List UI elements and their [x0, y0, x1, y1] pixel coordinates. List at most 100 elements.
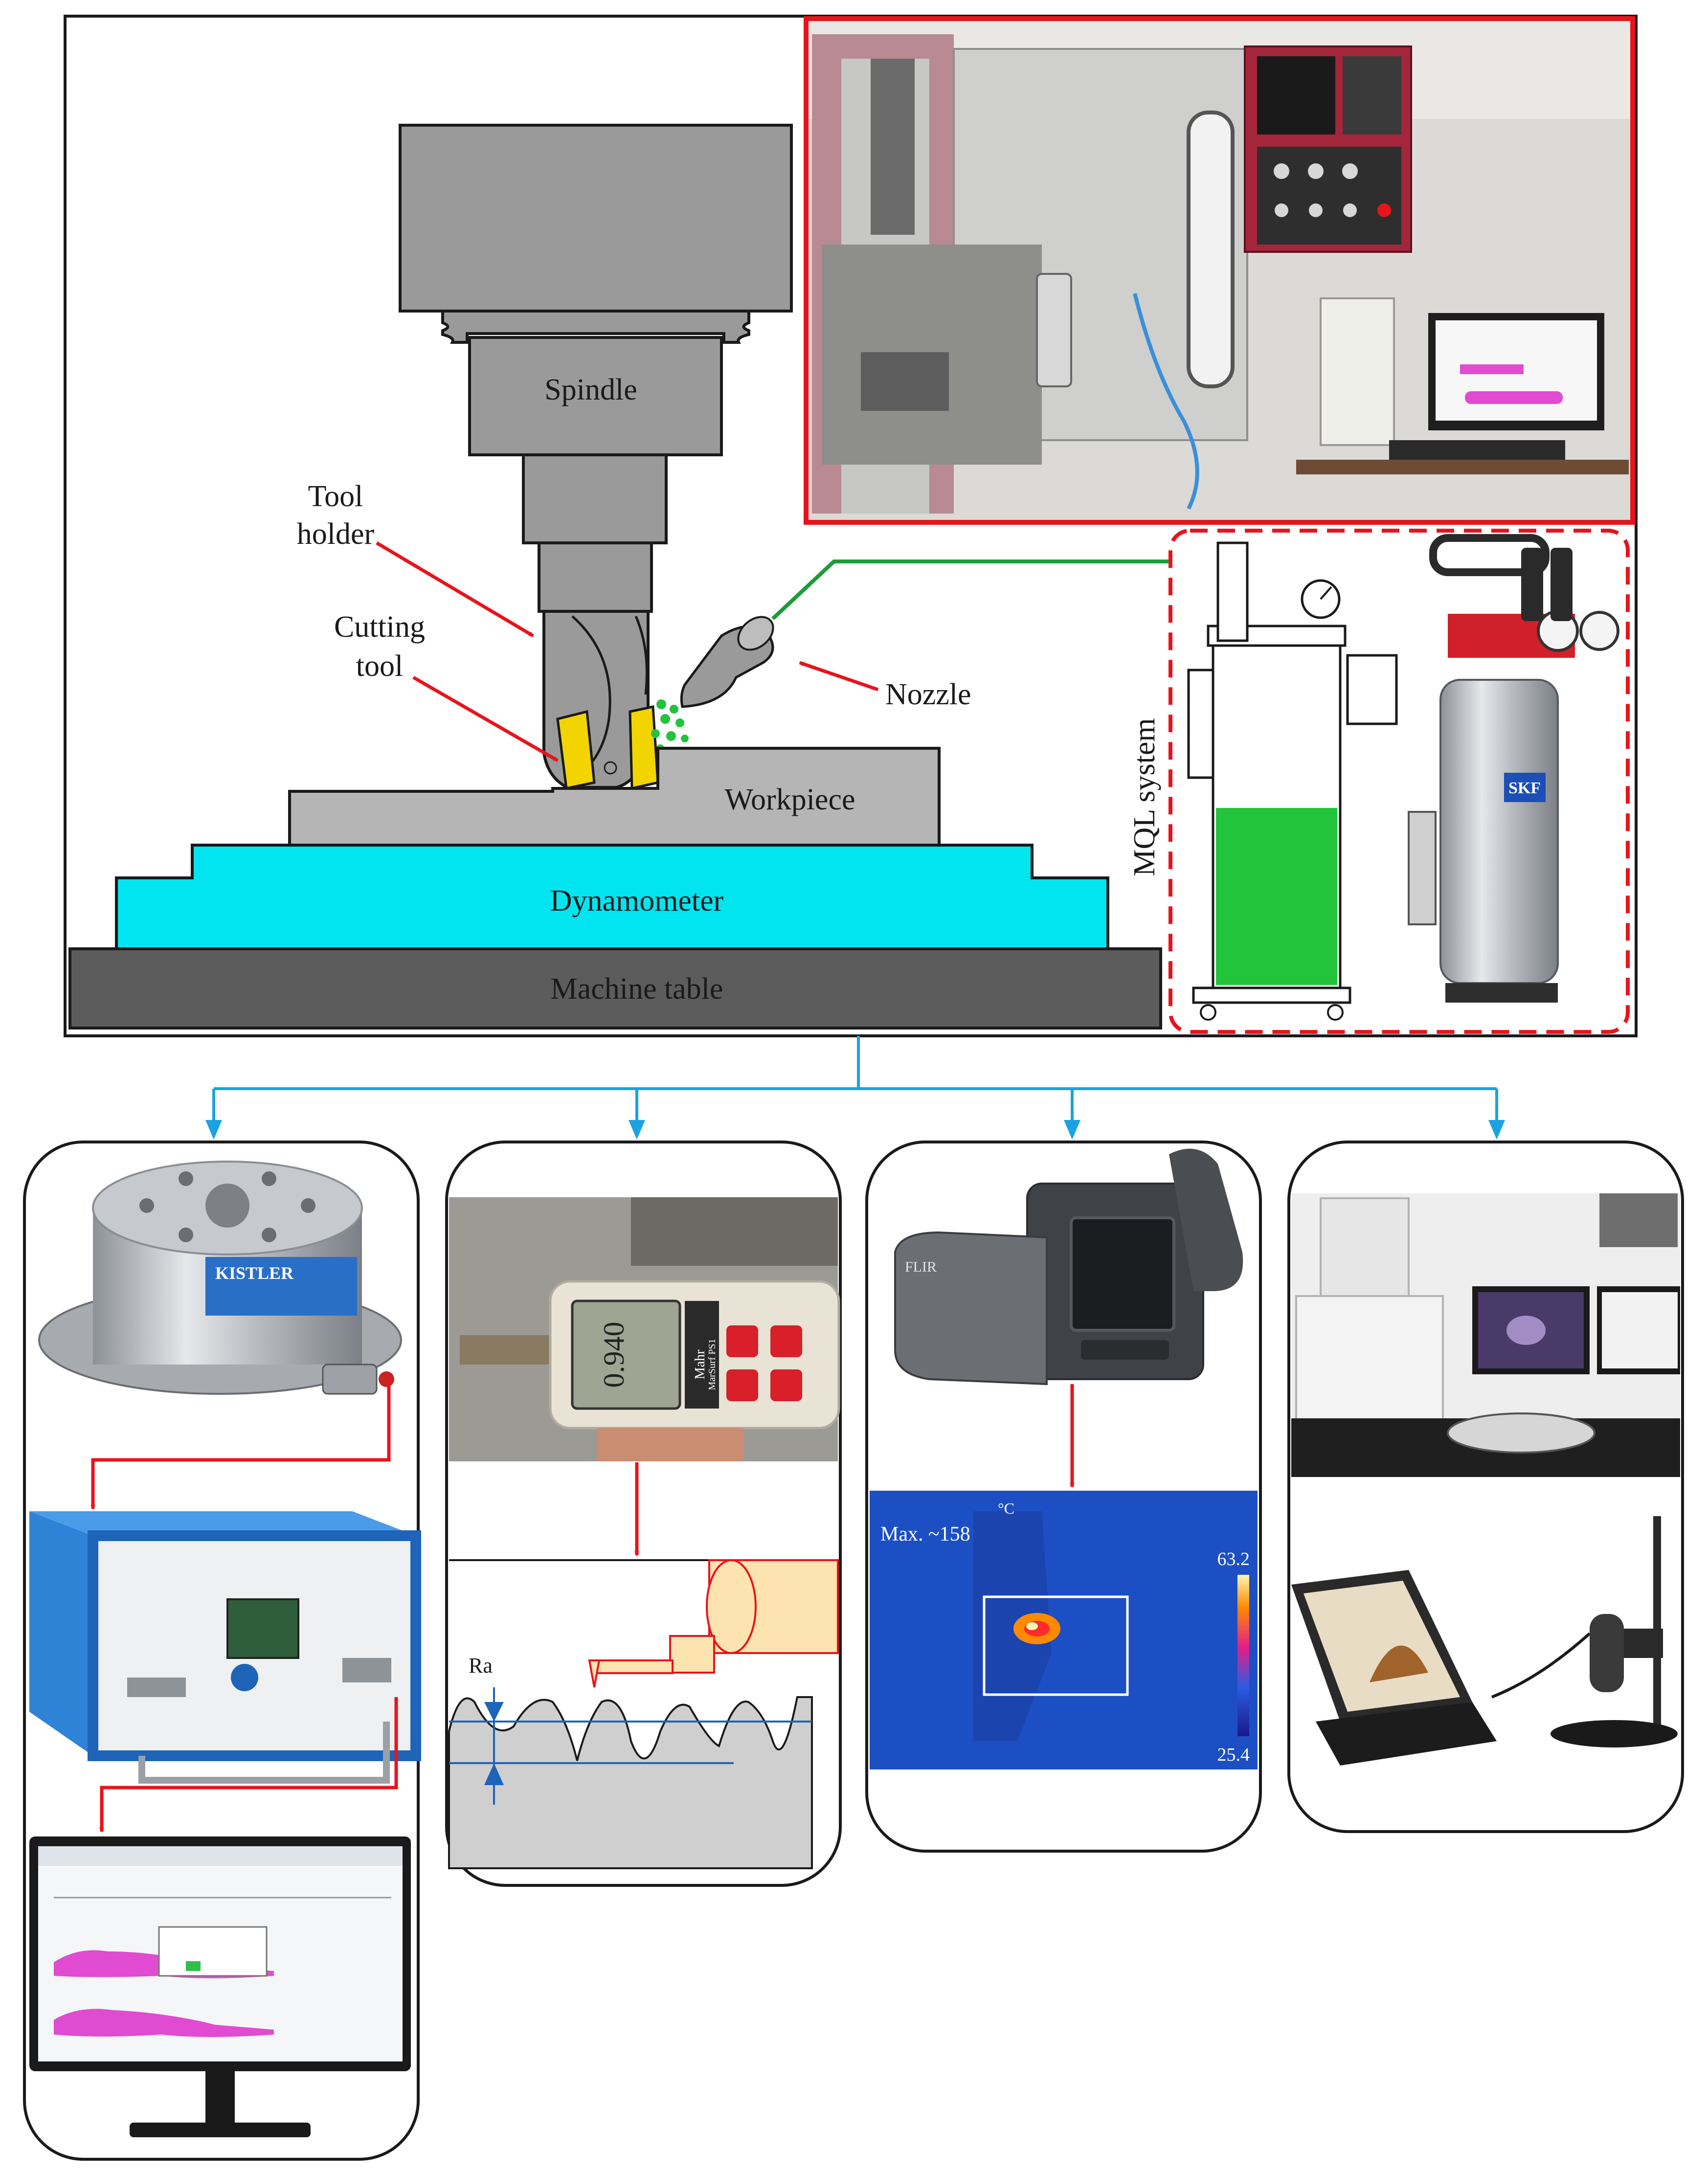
amplifier-knob [231, 1664, 258, 1691]
thermal-scale-min: 25.4 [1217, 1745, 1250, 1765]
skf-stand [1445, 983, 1558, 1003]
temperature-panel: FLIR Max. ~158 °C 63.2 25.4 [865, 1141, 1262, 1853]
mql-fitting [1346, 654, 1398, 725]
spindle-head [399, 124, 793, 313]
cutting-tool-arrow [412, 675, 559, 762]
insert-screw [604, 761, 617, 775]
tester-model: MarSurf PS1 [707, 1339, 718, 1390]
kistler-label-plate [205, 1257, 357, 1316]
stylus-arm [591, 1659, 674, 1674]
machine-spindle-assembly: Spindle [399, 124, 793, 790]
workpiece-label: Workpiece [725, 783, 855, 816]
microscope-holder [1624, 1629, 1663, 1658]
air-hose [1133, 293, 1199, 510]
force-signal-trace [54, 2009, 274, 2037]
skf-filter [1521, 548, 1543, 621]
usb-cable [1491, 1632, 1591, 1699]
wall-poster [1599, 1193, 1678, 1247]
skf-gauge [1579, 611, 1619, 651]
amplifier-display [226, 1598, 299, 1659]
monitor-base [130, 2123, 311, 2137]
mql-wheel [1200, 1004, 1216, 1021]
monitor-signal [1460, 364, 1524, 374]
control-screen [1257, 56, 1335, 134]
mql-system: MQL system SKF [1128, 529, 1630, 1034]
microscope-pole [1653, 1516, 1661, 1726]
thermal-camera-buttons [1081, 1340, 1169, 1360]
dynamometer-photo [1036, 273, 1072, 387]
sem-image [1506, 1316, 1546, 1345]
roughness-profile [448, 1696, 813, 1869]
tool-holder-body [538, 541, 653, 613]
mql-base [1192, 986, 1351, 1004]
control-buttons [1257, 147, 1401, 245]
machine-vise [861, 352, 949, 411]
thermal-color-scale [1237, 1575, 1249, 1736]
coolant-droplets [651, 699, 689, 752]
thermal-camera-screen [1070, 1216, 1175, 1332]
kistler-connector-port [379, 1371, 394, 1387]
stylus-shaft [669, 1635, 715, 1674]
cutting-tool-label: tool [356, 649, 403, 683]
cutting-insert [556, 710, 596, 790]
microscope-camera [1590, 1614, 1624, 1692]
amplifier-top [29, 1511, 416, 1536]
mql-wheel [1327, 1004, 1344, 1021]
amplifier-side [29, 1511, 93, 1756]
kistler-brand: KISTLER [215, 1263, 294, 1283]
pc-tower [1320, 297, 1395, 446]
software-dialog-button [186, 1961, 201, 1971]
tester-reading: 0.940 [598, 1322, 630, 1388]
nozzle-cap [737, 616, 774, 651]
kistler-center-hole [205, 1184, 249, 1228]
ra-label: Ra [469, 1654, 493, 1678]
tool-flute [571, 615, 611, 774]
tool-holder-label: Tool [308, 480, 363, 513]
spindle-label: Spindle [544, 373, 637, 406]
software-toolbar [38, 1846, 403, 1866]
dynamometer-label: Dynamometer [550, 884, 724, 918]
signal-arrow-2 [99, 1697, 398, 1833]
nozzle-arrow [799, 661, 879, 692]
stylus-tip [588, 1659, 601, 1688]
mql-system-label: MQL system [1128, 718, 1161, 876]
thermal-camera-lens [894, 1231, 1048, 1386]
thermal-image [870, 1491, 1258, 1769]
thermal-hotspot-peak [1026, 1622, 1038, 1630]
desk [1296, 460, 1629, 474]
surface-roughness-panel: 0.940 Mahr MarSurf PS1 Ra [445, 1141, 842, 1887]
force-measurement-panel: KISTLER [23, 1141, 421, 2161]
thermal-tool-shape [973, 1511, 1052, 1741]
software-dialog [158, 1926, 268, 1977]
sem-monitor-screen [1602, 1292, 1678, 1368]
panel-buttons [1274, 163, 1391, 217]
microscopy-panel [1287, 1141, 1684, 1833]
tester-brand: Mahr [693, 1349, 708, 1379]
tool-holder-arrow [376, 541, 534, 638]
machine-table [68, 947, 1162, 1030]
thermal-camera-handle [1169, 1148, 1243, 1291]
machine-door-window [1187, 111, 1235, 388]
mql-nozzle [651, 560, 1171, 752]
amplifier-stand [138, 1722, 390, 1784]
monitor-neck [205, 2071, 235, 2125]
skf-logo-box [1504, 773, 1546, 802]
cutting-insert [629, 705, 659, 790]
machine-column [871, 59, 915, 235]
skf-lubricator-body [1439, 679, 1559, 984]
mql-oil-level [1216, 808, 1337, 985]
amplifier-vents [127, 1678, 186, 1697]
thermal-max-label: Max. ~158 [880, 1523, 970, 1545]
mql-supply-line [771, 560, 1171, 620]
tester-brand-strip [685, 1301, 719, 1409]
blue-connectors [212, 1036, 1498, 1125]
skf-handle [1429, 534, 1550, 576]
kistler-bolt-holes [139, 1171, 315, 1242]
flir-logo: FLIR [905, 1259, 937, 1275]
gauge-needle [1320, 586, 1332, 600]
thermal-unit: °C [998, 1500, 1014, 1517]
laptop-display [1303, 1581, 1460, 1712]
microscope-base [1551, 1720, 1678, 1747]
